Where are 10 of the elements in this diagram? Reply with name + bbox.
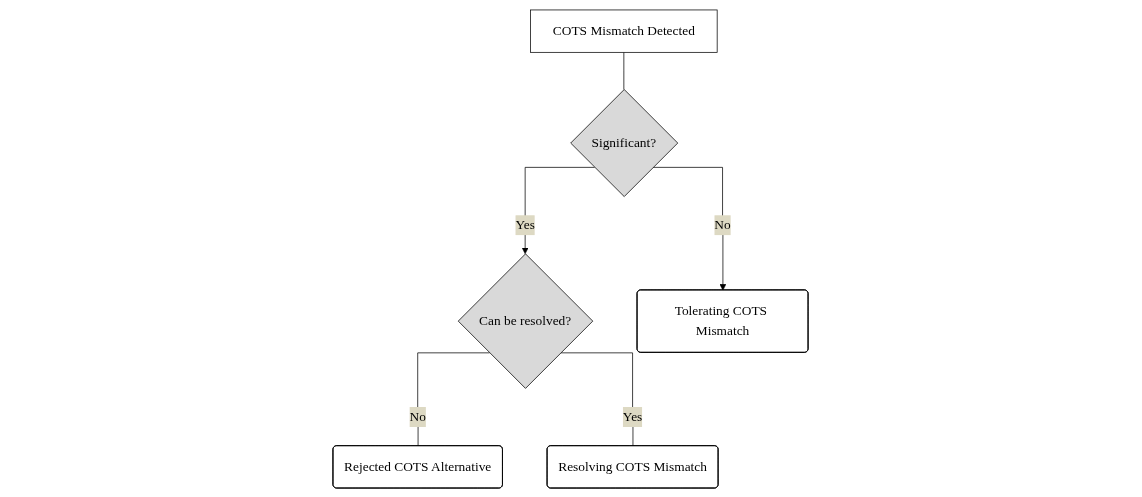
edge-label: No (714, 216, 732, 232)
connector (417, 352, 491, 446)
edge-label: Yes (623, 408, 643, 424)
node-diamond: Significant? (570, 88, 679, 197)
node-diamond: Can be resolved? (458, 252, 594, 389)
connector (560, 352, 634, 446)
edge-label: No (410, 408, 427, 424)
node-box: COTS Mismatch Detected (530, 9, 718, 53)
edge-label: Yes (515, 216, 536, 232)
connector (623, 51, 625, 90)
